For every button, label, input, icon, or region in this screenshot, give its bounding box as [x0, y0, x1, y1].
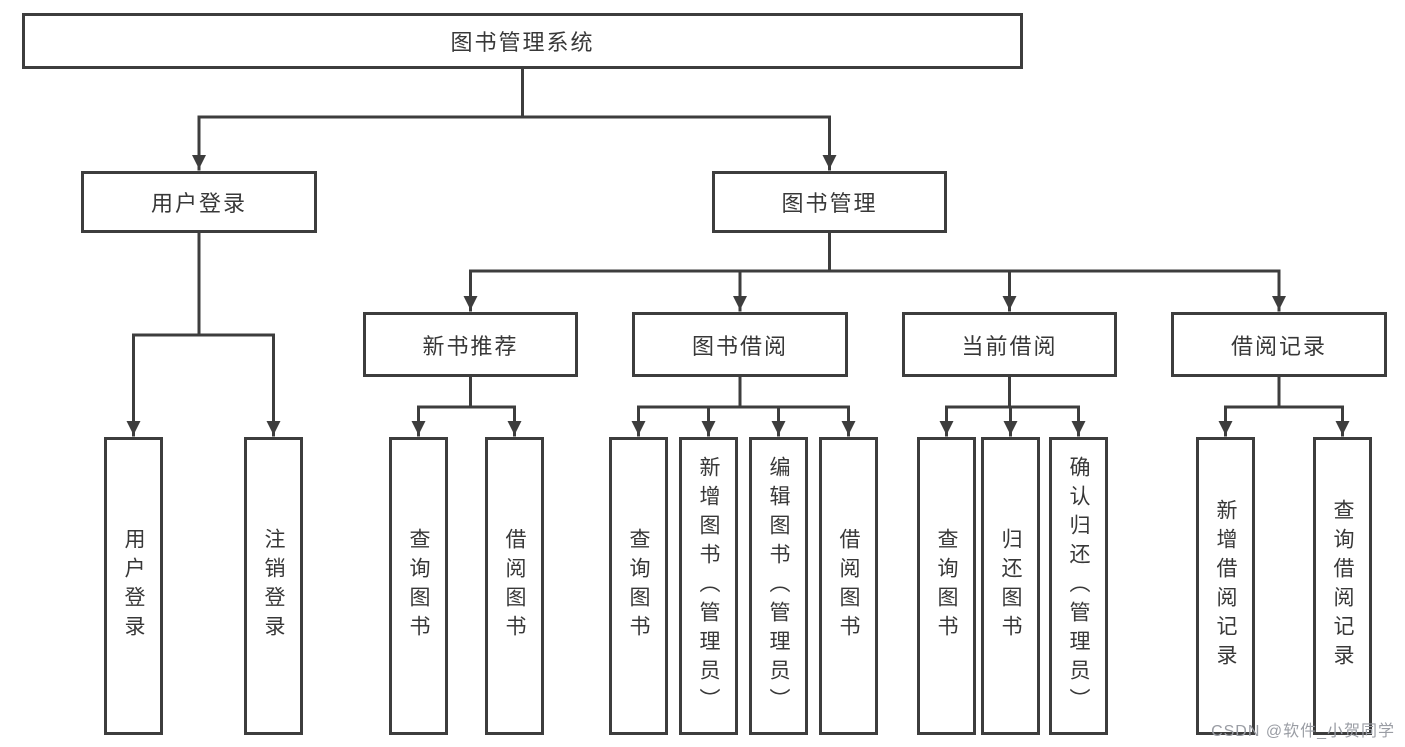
node-label: 当前借阅 [961, 333, 1058, 359]
node-book-borrow: 图书借阅 [632, 312, 848, 377]
node-label: 查询图书 [627, 528, 650, 644]
leaf-confirm-return-admin: 确认归还（管理员） [1049, 437, 1108, 735]
node-label: 新增图书（管理员） [697, 455, 720, 717]
node-label: 新增借阅记录 [1214, 499, 1237, 673]
node-label: 借阅图书 [837, 528, 860, 644]
leaf-borrow-books: 借阅图书 [819, 437, 878, 735]
leaf-return-books: 归还图书 [981, 437, 1040, 735]
leaf-query-books: 查询图书 [917, 437, 976, 735]
node-label: 新书推荐 [422, 333, 519, 359]
leaf-user-login: 用户登录 [104, 437, 163, 735]
leaf-borrow-books: 借阅图书 [485, 437, 544, 735]
node-label: 用户登录 [150, 191, 247, 216]
node-label: 查询图书 [407, 528, 430, 644]
node-label: 图书管理 [781, 191, 878, 216]
node-label: 借阅记录 [1230, 333, 1327, 359]
node-label: 查询借阅记录 [1331, 499, 1354, 673]
node-borrow-records: 借阅记录 [1171, 312, 1387, 377]
leaf-edit-books-admin: 编辑图书（管理员） [749, 437, 808, 735]
leaf-add-borrow-record: 新增借阅记录 [1196, 437, 1255, 735]
node-label: 编辑图书（管理员） [767, 455, 790, 717]
node-book-management: 图书管理 [712, 171, 947, 233]
node-new-book-recommend: 新书推荐 [363, 312, 578, 377]
node-label: 归还图书 [999, 528, 1022, 644]
node-label: 用户登录 [122, 528, 145, 644]
csdn-watermark: CSDN @软件_小贺同学 [1211, 723, 1395, 740]
leaf-logout: 注销登录 [244, 437, 303, 735]
node-current-borrow: 当前借阅 [902, 312, 1117, 377]
leaf-query-books: 查询图书 [389, 437, 448, 735]
node-label: 注销登录 [262, 528, 285, 644]
node-label: 查询图书 [935, 528, 958, 644]
node-label: 借阅图书 [503, 528, 526, 644]
leaf-query-books: 查询图书 [609, 437, 668, 735]
leaf-add-books-admin: 新增图书（管理员） [679, 437, 738, 735]
node-root-library-system: 图书管理系统 [22, 13, 1023, 69]
node-label: 图书管理系统 [450, 30, 595, 55]
node-label: 图书借阅 [691, 333, 788, 359]
node-label: 确认归还（管理员） [1067, 455, 1090, 717]
node-user-login: 用户登录 [81, 171, 317, 233]
leaf-query-borrow-record: 查询借阅记录 [1313, 437, 1372, 735]
